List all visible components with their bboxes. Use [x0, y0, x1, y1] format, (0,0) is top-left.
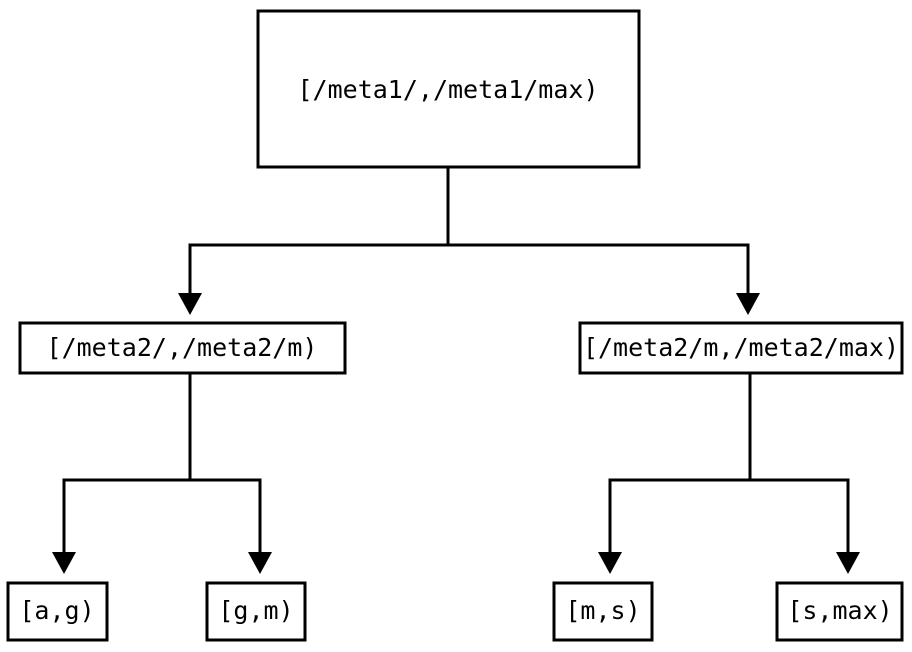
- edge-root-to-mid-right: [448, 243, 760, 315]
- edge-mid-left-to-leaf-a-g: [52, 373, 192, 574]
- node-leaf-s-max-box: [775, 581, 904, 642]
- edge-mid-right-to-leaf-m-s: [598, 373, 752, 574]
- node-mid-right-label: [/meta2/m,/meta2/max): [583, 333, 899, 362]
- node-leaf-g-m-box: [205, 581, 307, 642]
- edge-mid-right-bar-left: [608, 478, 750, 552]
- node-leaf-m-s[interactable]: [m,s): [552, 581, 654, 642]
- node-mid-right-box: [578, 321, 904, 375]
- edge-root-bar-left: [188, 243, 448, 293]
- edge-mid-right-to-leaf-s-max: [750, 478, 860, 574]
- node-leaf-s-max-label: [s,max): [787, 596, 892, 625]
- node-mid-left[interactable]: [/meta2/,/meta2/m): [18, 321, 347, 375]
- node-leaf-g-m[interactable]: [g,m): [205, 581, 307, 642]
- node-leaf-a-g[interactable]: [a,g): [6, 581, 109, 642]
- edge-mid-right-bar-right: [750, 478, 850, 552]
- edge-root-bar-right: [448, 243, 750, 293]
- node-mid-right[interactable]: [/meta2/m,/meta2/max): [578, 321, 904, 375]
- node-leaf-s-max[interactable]: [s,max): [775, 581, 904, 642]
- node-leaf-a-g-box: [6, 581, 109, 642]
- arrowhead-icon: [598, 552, 622, 574]
- arrowhead-icon: [248, 552, 272, 574]
- node-mid-left-label: [/meta2/,/meta2/m): [47, 333, 318, 362]
- arrowhead-icon: [836, 552, 860, 574]
- node-leaf-g-m-label: [g,m): [218, 596, 293, 625]
- node-root-label: [/meta1/,/meta1/max): [297, 75, 598, 104]
- edge-mid-left-to-leaf-g-m: [190, 478, 272, 574]
- edge-mid-left-bar-left: [62, 478, 190, 552]
- edge-mid-left-bar-right: [190, 478, 262, 552]
- node-leaf-m-s-box: [552, 581, 654, 642]
- node-root[interactable]: [/meta1/,/meta1/max): [256, 9, 641, 169]
- arrowhead-icon: [52, 552, 76, 574]
- node-leaf-m-s-label: [m,s): [565, 596, 640, 625]
- arrowhead-icon: [178, 293, 202, 315]
- arrowhead-icon: [736, 293, 760, 315]
- node-mid-left-box: [18, 321, 347, 375]
- edge-root-to-mid-left: [178, 167, 450, 315]
- node-root-box: [256, 9, 641, 169]
- node-leaf-a-g-label: [a,g): [19, 596, 94, 625]
